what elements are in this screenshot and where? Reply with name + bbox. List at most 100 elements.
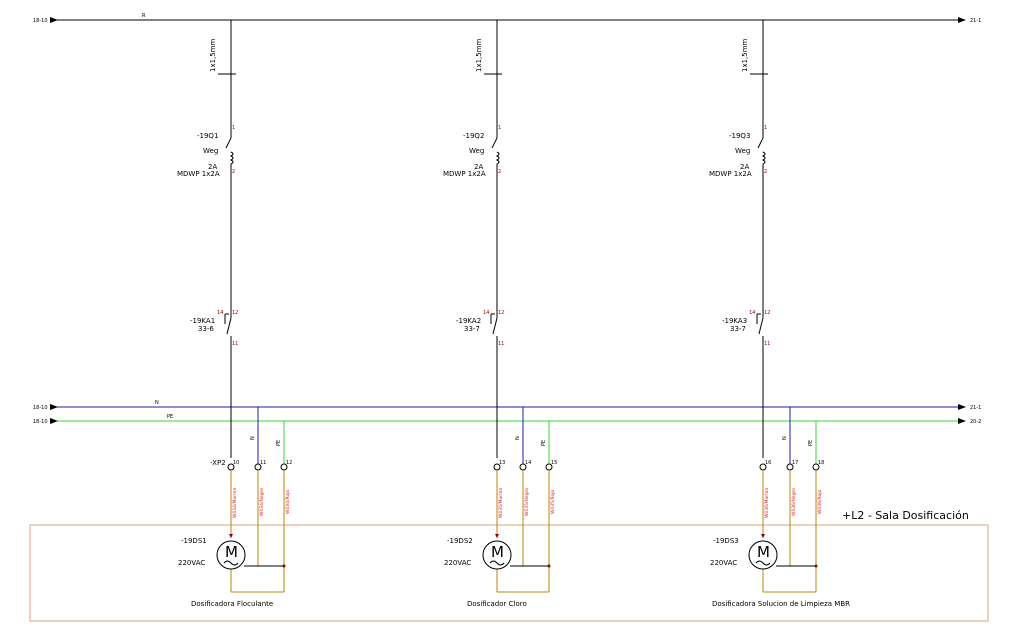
wire-label-2: W035/Negro: [524, 488, 530, 516]
motor-ac-symbol: [755, 560, 771, 566]
motor-name: Dosificadora Floculante: [191, 600, 273, 608]
area-label: +L2 - Sala Dosificación: [842, 509, 969, 522]
motor-feed-arrow: [229, 534, 233, 538]
motor-tag: -19DS3: [713, 537, 739, 545]
pe-drop-label: PE: [541, 440, 547, 446]
wire-label-2: W036/Negro: [791, 488, 797, 516]
motor-ac-symbol: [223, 560, 239, 566]
motor-ac-symbol: [489, 560, 505, 566]
terminal-num-2: 11: [260, 460, 266, 466]
motor-letter: M: [491, 543, 504, 561]
breaker-rating: 2A: [474, 163, 483, 171]
wire-label-3: W036/Rojo: [817, 490, 823, 514]
contact: 14 12 11: [217, 310, 238, 347]
svg-text:12: 12: [232, 310, 238, 316]
svg-text:11: 11: [232, 341, 238, 347]
svg-text:2: 2: [764, 169, 767, 175]
svg-text:11: 11: [764, 341, 770, 347]
neutral-drop-label: N: [782, 436, 788, 440]
breaker-rating: 2A: [740, 163, 749, 171]
motor-symbol: [216, 540, 246, 570]
motor-letter: M: [757, 543, 770, 561]
motor-tag: -19DS1: [181, 537, 207, 545]
svg-text:14: 14: [217, 310, 223, 316]
rail-n-right-ref: 21-1: [970, 405, 981, 411]
rail-pe-label: PE: [167, 414, 173, 420]
motor-voltage: 220VAC: [444, 559, 471, 567]
contact-tag: -19KA1: [190, 317, 215, 325]
contact-tag: -19KA2: [456, 317, 481, 325]
rail-pe-left-arrow: [50, 418, 58, 424]
breaker-brand: Weg: [735, 147, 750, 155]
motor-voltage: 220VAC: [710, 559, 737, 567]
rail-r-right-ref: 21-1: [970, 18, 981, 24]
contact: 14 12 11: [483, 310, 504, 347]
rail-pe-right-ref: 20-2: [970, 419, 981, 425]
svg-text:14: 14: [749, 310, 755, 316]
rail-n-left-arrow: [50, 404, 58, 410]
cable-label: 1x1,5mm: [209, 38, 217, 72]
rail-n-label: N: [155, 400, 159, 406]
rail-r-label: R: [142, 13, 146, 19]
cable-label: 1x1,5mm: [475, 38, 483, 72]
breaker-tag: -19Q1: [197, 132, 218, 140]
breaker-model: MDWP 1x2A: [443, 170, 486, 178]
rail-pe-right-arrow: [958, 418, 966, 424]
breaker-model: MDWP 1x2A: [177, 170, 220, 178]
breaker-tag: -19Q3: [729, 132, 750, 140]
node-dot: [814, 564, 818, 568]
contact-ref: 33-6: [198, 325, 214, 333]
terminal-num-2: 14: [525, 460, 531, 466]
contact: 14 12 11: [749, 310, 770, 347]
terminal-num-1: 13: [499, 460, 505, 466]
terminal-num-1: 10: [233, 460, 239, 466]
wire-label-1: W034/Marron: [232, 488, 238, 518]
motor-name: Dosificador Cloro: [467, 600, 527, 608]
node-dot: [547, 564, 551, 568]
terminal-tag: -XP2: [210, 459, 226, 467]
terminal-num-1: 16: [765, 460, 771, 466]
rail-n-right-arrow: [958, 404, 966, 410]
pe-drop-label: PE: [276, 440, 282, 446]
breaker-rating: 2A: [208, 163, 217, 171]
breaker: 1 2: [225, 125, 237, 175]
rail-n-left-ref: 18-10: [33, 405, 48, 411]
terminal-num-3: 18: [818, 460, 824, 466]
branch-2: 1x1,5mm 1 2 -19Q2 Weg 2A MDWP 1x2A 14 12…: [443, 20, 557, 608]
area-border: [29, 524, 989, 622]
branch-1: 1x1,5mm 1 2 -19Q1 Weg 2A MDWP 1x2A 14 12…: [177, 20, 292, 608]
motor-voltage: 220VAC: [178, 559, 205, 567]
svg-text:1: 1: [764, 125, 767, 131]
breaker-brand: Weg: [203, 147, 218, 155]
cable-label: 1x1,5mm: [741, 38, 749, 72]
contact-ref: 33-7: [730, 325, 746, 333]
contact-tag: -19KA3: [722, 317, 747, 325]
terminal-num-3: 15: [551, 460, 557, 466]
breaker-tag: -19Q2: [463, 132, 484, 140]
breaker: 1 2: [757, 125, 769, 175]
motor-symbol: [748, 540, 778, 570]
node-dot: [282, 564, 286, 568]
svg-text:2: 2: [232, 169, 235, 175]
svg-text:1: 1: [232, 125, 235, 131]
motor-feed-arrow: [761, 534, 765, 538]
wire-label-3: W034/Rojo: [285, 490, 291, 514]
svg-text:1: 1: [498, 125, 501, 131]
rail-pe-left-ref: 18-10: [33, 419, 48, 425]
breaker-brand: Weg: [469, 147, 484, 155]
branch-3: 1x1,5mm 1 2 -19Q3 Weg 2A MDWP 1x2A 14 12…: [709, 20, 850, 608]
rail-r-left-arrow: [50, 17, 58, 23]
motor-name: Dosificadora Solucion de Limpieza MBR: [712, 600, 850, 608]
terminal-num-2: 17: [792, 460, 798, 466]
motor-letter: M: [225, 543, 238, 561]
svg-text:2: 2: [498, 169, 501, 175]
wire-label-1: W035/Marron: [498, 488, 504, 518]
contact-ref: 33-7: [464, 325, 480, 333]
wire-label-3: W035/Rojo: [550, 490, 556, 514]
svg-text:11: 11: [498, 341, 504, 347]
motor-symbol: [482, 540, 512, 570]
wire-label-1: W036/Marron: [764, 488, 770, 518]
pe-drop-label: PE: [808, 440, 814, 446]
